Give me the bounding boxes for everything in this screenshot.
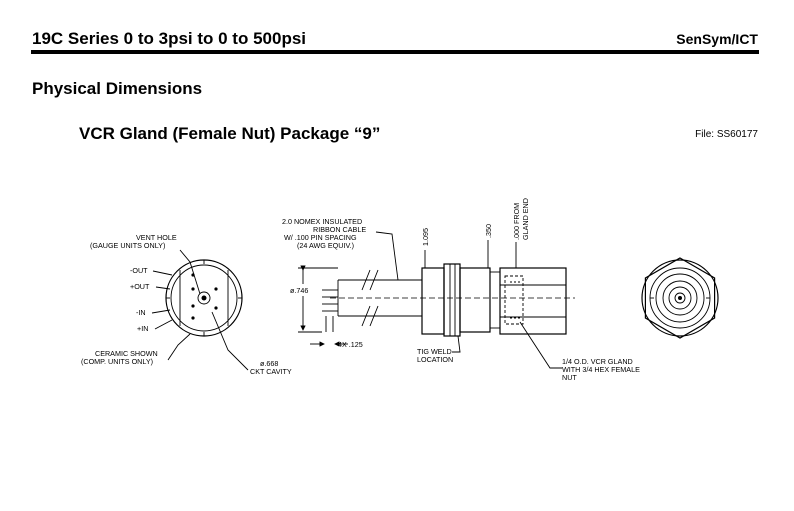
label-diameter: ø.746 <box>290 286 308 295</box>
label-minus-in: -IN <box>136 308 146 317</box>
label-cavity: CKT CAVITY <box>250 367 292 376</box>
document-title: 19C Series 0 to 3psi to 0 to 500psi <box>32 29 307 48</box>
brand-name: SenSym/ICT <box>676 31 758 47</box>
header-rule <box>31 50 759 54</box>
label-ceramic-note: (COMP. UNITS ONLY) <box>81 357 153 366</box>
label-dim-1095: 1.095 <box>421 228 430 246</box>
label-dim-350: .350 <box>484 224 493 238</box>
label-tig-location: LOCATION <box>417 355 453 364</box>
label-cable-3: W/ .100 PIN SPACING <box>284 233 357 242</box>
package-title: VCR Gland (Female Nut) Package “9” <box>79 124 381 143</box>
label-vcr-nut: NUT <box>562 373 577 382</box>
label-pin-length: 4X .125 <box>338 340 363 349</box>
label-vcr-hex: WITH 3/4 HEX FEMALE <box>562 365 640 374</box>
label-plus-in: +IN <box>137 324 148 333</box>
label-vcr-gland: 1/4 O.D. VCR GLAND <box>562 357 633 366</box>
label-cavity-dia: ø.668 <box>260 359 278 368</box>
label-cable-2: RIBBON CABLE <box>313 225 366 234</box>
label-ceramic: CERAMIC SHOWN <box>95 349 158 358</box>
side-view <box>322 263 575 337</box>
label-vent-hole-note: (GAUGE UNITS ONLY) <box>90 241 165 250</box>
label-minus-out: -OUT <box>130 266 148 275</box>
label-cable-1: 2.0 NOMEX INSULATED <box>282 217 362 226</box>
label-cable-4: (24 AWG EQUIV.) <box>297 241 354 250</box>
label-plus-out: +OUT <box>130 282 150 291</box>
end-view-left <box>165 259 243 337</box>
label-tig-weld: TIG WELD <box>417 347 452 356</box>
end-view-right <box>641 257 719 339</box>
label-gland-2: GLAND END <box>521 198 530 240</box>
label-vent-hole: VENT HOLE <box>136 233 177 242</box>
section-title: Physical Dimensions <box>32 79 203 98</box>
label-gland-1: .000 FROM <box>512 203 521 240</box>
file-label: File: SS60177 <box>695 129 758 140</box>
